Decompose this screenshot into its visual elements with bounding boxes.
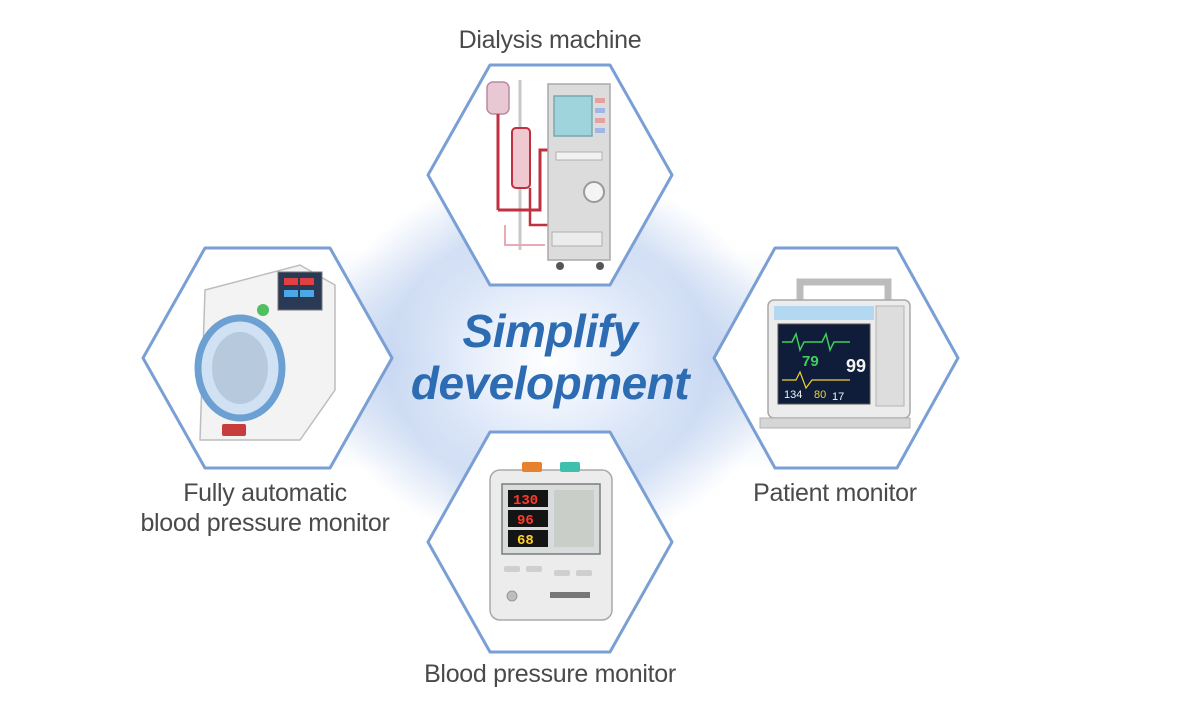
center-title-line2: development bbox=[410, 357, 690, 409]
bp-pulse-reading: 68 bbox=[517, 533, 534, 549]
patient-monitor-icon: 79 99 134 80 17 bbox=[759, 278, 911, 429]
bp-sys-reading: 130 bbox=[513, 493, 538, 509]
fully-automatic-hexagon bbox=[141, 246, 394, 470]
bp-dia-reading: 96 bbox=[517, 513, 534, 529]
blood-pressure-monitor-icon: 130 96 68 bbox=[489, 462, 613, 621]
resp-reading: 17 bbox=[832, 391, 844, 403]
center-title: Simplify development bbox=[380, 305, 720, 409]
bp-reading: 134 bbox=[784, 389, 802, 401]
label-dialysis-machine: Dialysis machine bbox=[458, 26, 642, 54]
automatic-bp-monitor-icon bbox=[194, 264, 336, 441]
label-fully-automatic-line2: blood pressure monitor bbox=[140, 509, 390, 537]
spo2-reading: 99 bbox=[846, 356, 866, 376]
bp2-reading: 80 bbox=[814, 389, 826, 401]
bp-monitor-hexagon: 130 96 68 bbox=[426, 430, 674, 654]
label-fully-automatic-line1: Fully automatic bbox=[183, 479, 347, 507]
label-fully-automatic-bp-monitor: Fully automatic blood pressure monitor bbox=[110, 478, 420, 538]
dialysis-machine-icon bbox=[486, 80, 611, 270]
label-blood-pressure-monitor: Blood pressure monitor bbox=[424, 660, 676, 688]
label-patient-monitor: Patient monitor bbox=[753, 479, 917, 507]
patient-monitor-hexagon: 79 99 134 80 17 bbox=[712, 246, 960, 470]
dialysis-hexagon bbox=[426, 63, 674, 287]
hr-reading: 79 bbox=[802, 353, 819, 370]
center-title-line1: Simplify bbox=[462, 305, 638, 357]
